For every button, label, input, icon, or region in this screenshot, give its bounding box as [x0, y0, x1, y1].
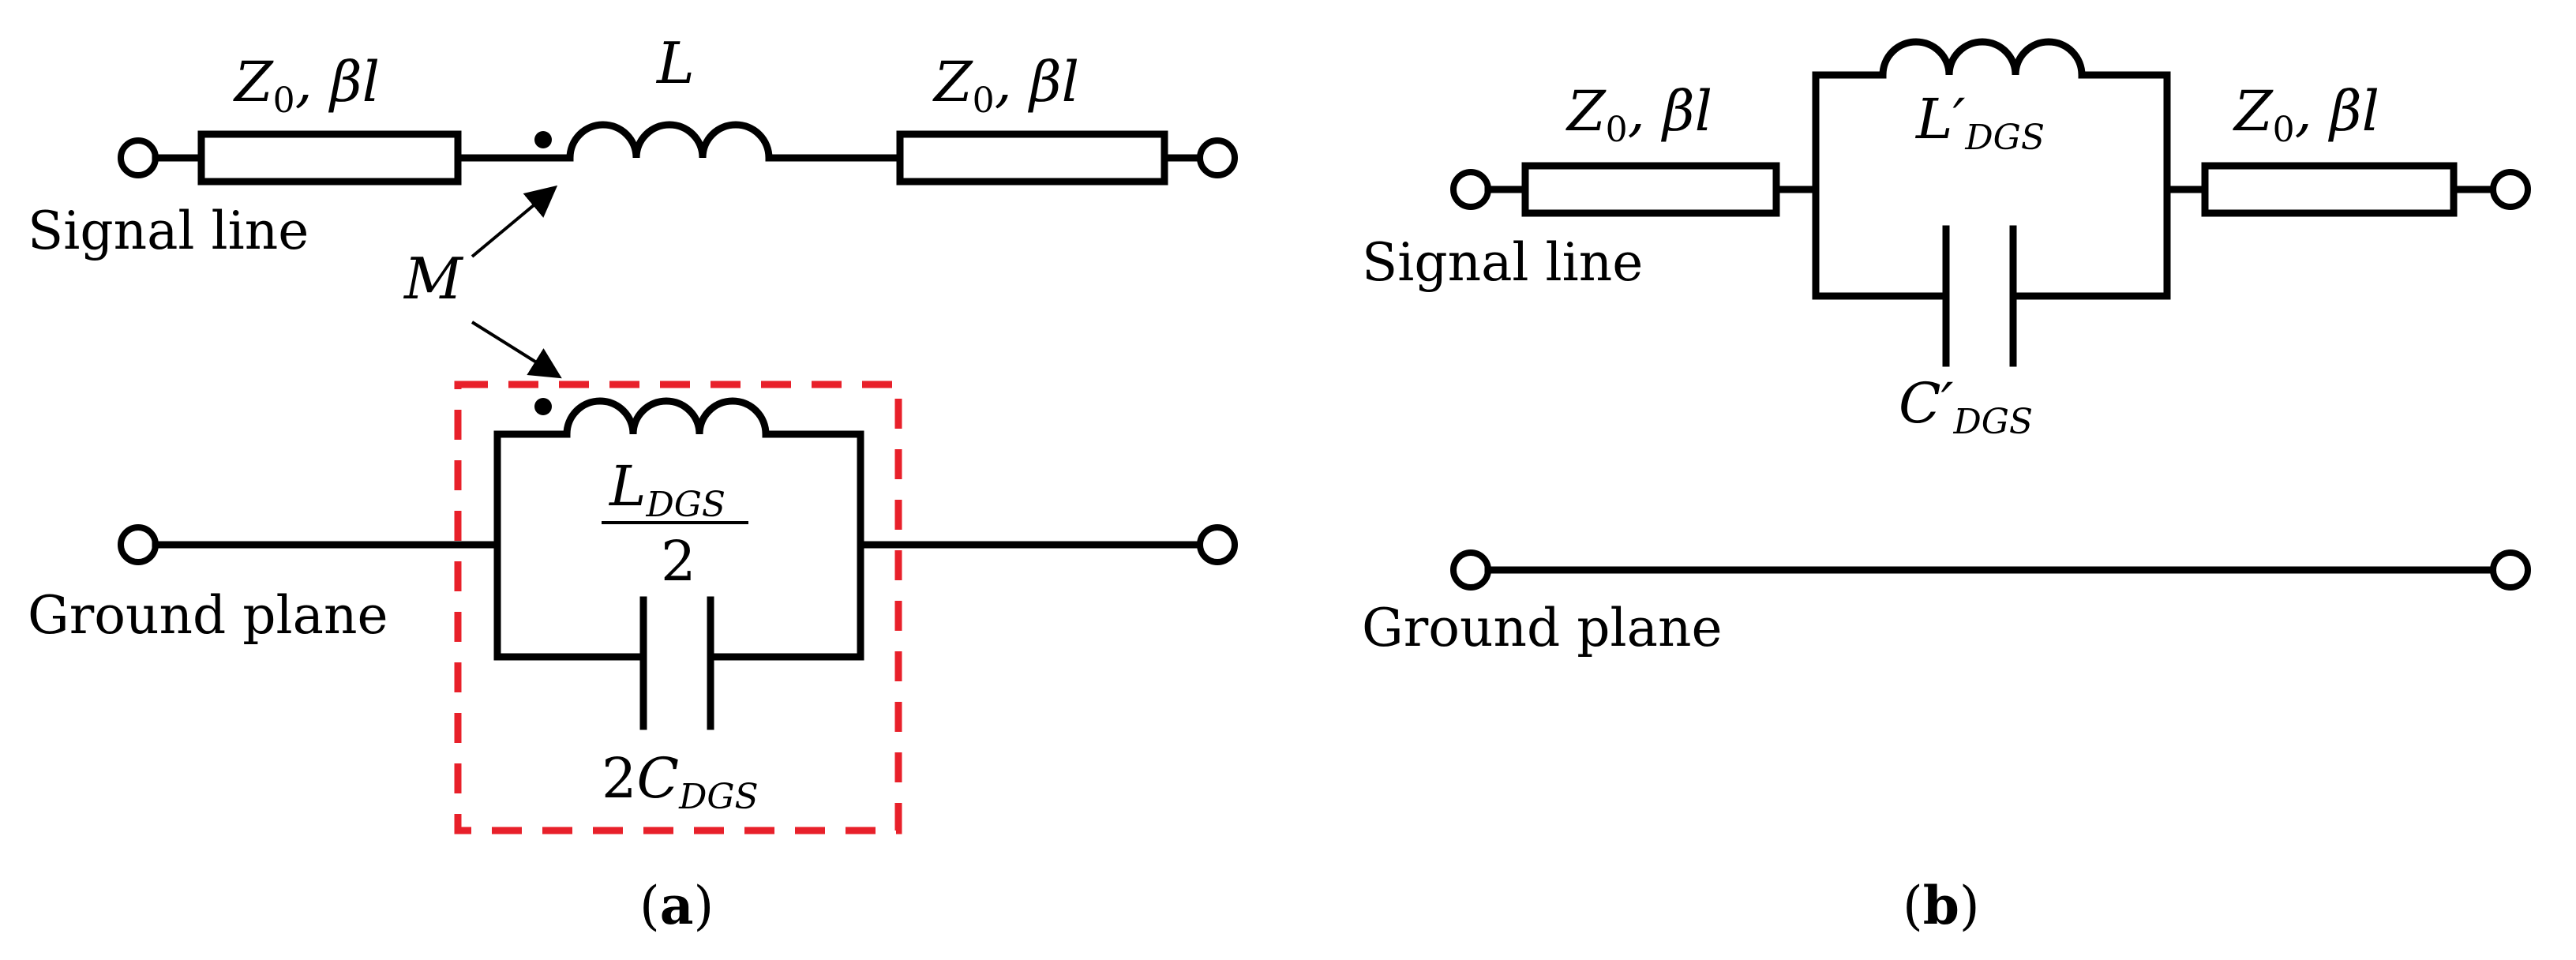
- dgs-highlight-box: [454, 381, 902, 834]
- ground-plane-label-a: Ground plane: [28, 585, 388, 646]
- mutual-arrow-down: [471, 321, 562, 379]
- signal-line-a: [118, 121, 1238, 186]
- transmission-line-right-b: [2201, 162, 2458, 217]
- dgs-resonator: [454, 381, 902, 834]
- signal-line-label-b: Signal line: [1362, 232, 1643, 293]
- tline-label-left-a: Z0, βl: [233, 50, 380, 121]
- signal-line-b: [1450, 38, 2531, 367]
- capacitor-label-C-prime: C′DGS: [1899, 371, 2033, 442]
- mutual-arrow-up: [471, 185, 558, 258]
- ground-plane-label-b: Ground plane: [1362, 598, 1723, 658]
- dgs-capacitor-label: 2CDGS: [602, 746, 759, 817]
- circle-terminal-icon: [118, 137, 159, 178]
- circle-terminal-icon: [118, 524, 159, 565]
- inductor-L-coil: [566, 121, 773, 162]
- transmission-line-right-a: [896, 130, 1168, 186]
- polarity-dot-icon: [534, 131, 552, 148]
- circle-terminal-icon: [1450, 169, 1491, 210]
- dgs-inductor-coil: [563, 397, 770, 438]
- inductor-label-L: L: [655, 30, 695, 96]
- dgs-inductor-label: LDGS 2: [602, 454, 748, 594]
- tline-label-right-a: Z0, βl: [932, 50, 1079, 121]
- transmission-line-left-b: [1521, 162, 1780, 217]
- ground-line-a: [118, 524, 1238, 565]
- panel-a: Z0, βl Z0, βl L Signal line M Ground pla…: [28, 30, 1238, 936]
- inductor-L-prime-coil: [1879, 38, 2086, 79]
- svg-text:2: 2: [661, 529, 696, 594]
- panel-b: Z0, βl Z0, βl L′DGS C′DGS Signal line Gr…: [1362, 38, 2531, 936]
- polarity-dot-icon: [534, 398, 552, 415]
- signal-line-label-a: Signal line: [28, 201, 309, 261]
- circle-terminal-icon: [1197, 524, 1238, 565]
- tline-label-left-b: Z0, βl: [1565, 79, 1712, 150]
- svg-text:LDGS: LDGS: [608, 454, 726, 525]
- panel-a-caption: (a): [639, 875, 714, 936]
- tline-label-right-b: Z0, βl: [2233, 79, 2379, 150]
- ground-line-b: [1450, 549, 2531, 591]
- circle-terminal-icon: [2490, 169, 2531, 210]
- circle-terminal-icon: [1197, 137, 1238, 178]
- inductor-label-L-prime: L′DGS: [1914, 87, 2045, 158]
- transmission-line-left-a: [197, 130, 462, 186]
- circle-terminal-icon: [1450, 549, 1491, 591]
- panel-b-caption: (b): [1903, 875, 1980, 936]
- mutual-inductance-label: M: [403, 246, 464, 312]
- circle-terminal-icon: [2490, 549, 2531, 591]
